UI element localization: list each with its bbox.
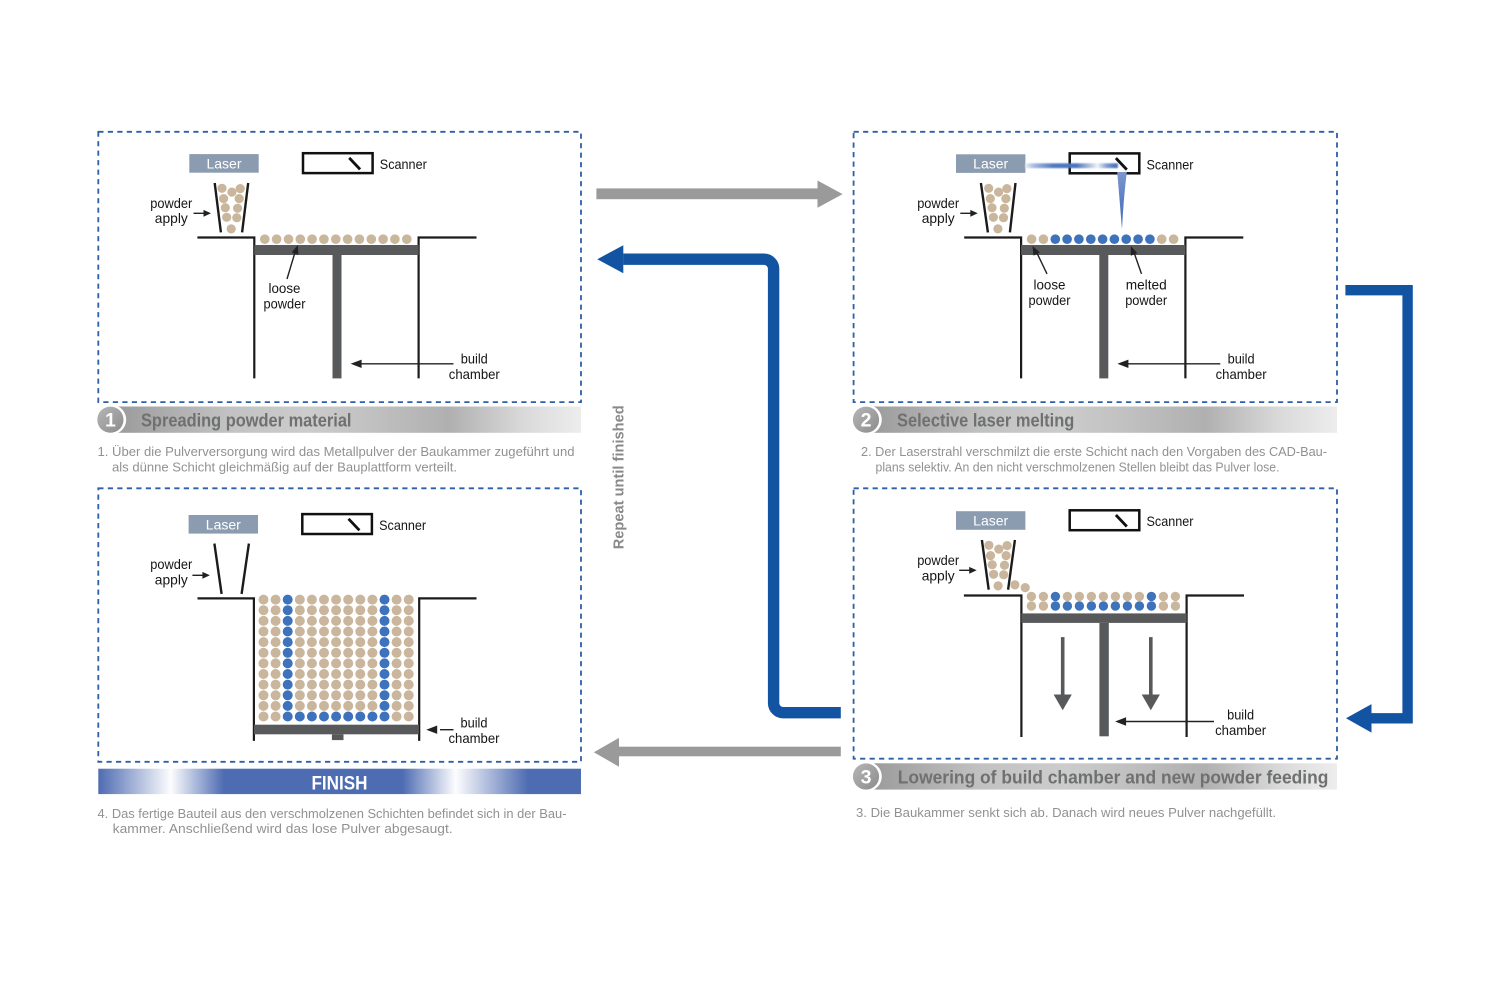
svg-text:als dünne Schicht gleichmäßig: als dünne Schicht gleichmäßig auf der Ba…	[112, 460, 457, 475]
svg-text:chamber: chamber	[449, 730, 500, 746]
svg-text:build: build	[461, 715, 488, 731]
svg-text:powder: powder	[1125, 292, 1167, 308]
svg-text:Laser: Laser	[206, 155, 241, 171]
svg-text:melted: melted	[1126, 277, 1167, 293]
svg-text:powder: powder	[917, 195, 959, 211]
svg-text:powder: powder	[1029, 292, 1071, 308]
svg-text:3. Die Baukammer senkt sich ab: 3. Die Baukammer senkt sich ab. Danach w…	[856, 805, 1276, 820]
svg-text:2. Der Laserstrahl verschmilzt: 2. Der Laserstrahl verschmilzt die erste…	[861, 444, 1327, 459]
svg-text:loose: loose	[1034, 277, 1066, 293]
svg-text:powder: powder	[917, 552, 959, 568]
svg-text:3: 3	[861, 767, 872, 789]
svg-text:powder: powder	[150, 556, 192, 572]
svg-text:build: build	[1228, 351, 1255, 367]
svg-text:1: 1	[105, 410, 116, 432]
svg-text:loose: loose	[269, 280, 301, 296]
svg-text:apply: apply	[922, 567, 955, 583]
svg-text:Laser: Laser	[206, 516, 241, 532]
svg-text:apply: apply	[922, 210, 955, 226]
svg-text:apply: apply	[155, 210, 188, 226]
svg-text:chamber: chamber	[1215, 722, 1266, 738]
svg-text:Spreading powder material: Spreading powder material	[141, 410, 352, 431]
svg-text:powder: powder	[150, 195, 192, 211]
svg-text:Scanner: Scanner	[1147, 156, 1194, 172]
svg-text:kammer. Anschließend wird das: kammer. Anschließend wird das lose Pulve…	[113, 821, 453, 836]
svg-text:Scanner: Scanner	[380, 156, 427, 172]
svg-text:Laser: Laser	[973, 156, 1008, 172]
svg-text:2: 2	[861, 410, 872, 432]
svg-text:build: build	[461, 351, 488, 367]
svg-text:Scanner: Scanner	[1147, 513, 1194, 529]
svg-text:4. Das fertige Bauteil aus den: 4. Das fertige Bauteil aus den verschmol…	[98, 806, 567, 821]
svg-text:chamber: chamber	[449, 366, 500, 382]
svg-text:FINISH: FINISH	[312, 774, 368, 795]
svg-text:Laser: Laser	[973, 513, 1008, 529]
svg-text:plans selektiv. An den nicht v: plans selektiv. An den nicht verschmolze…	[876, 460, 1280, 475]
svg-text:chamber: chamber	[1216, 366, 1267, 382]
svg-text:apply: apply	[155, 572, 188, 588]
svg-text:Repeat until finished: Repeat until finished	[611, 405, 628, 549]
svg-text:build: build	[1227, 706, 1254, 722]
svg-text:Lowering of build chamber and: Lowering of build chamber and new powder…	[898, 766, 1329, 787]
svg-text:powder: powder	[264, 295, 306, 311]
svg-text:Selective laser melting: Selective laser melting	[897, 410, 1074, 431]
svg-text:1. Über die Pulverversorgung w: 1. Über die Pulverversorgung wird das Me…	[98, 444, 575, 459]
svg-text:Scanner: Scanner	[379, 517, 426, 533]
